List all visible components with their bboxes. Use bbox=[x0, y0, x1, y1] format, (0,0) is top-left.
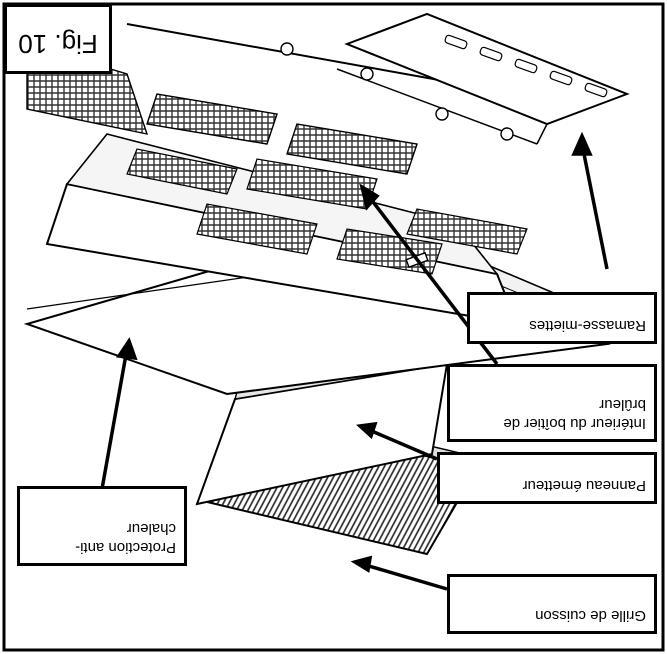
figure-label: Fig. 10 bbox=[18, 29, 98, 59]
callout-radiant-panel-text: Panneau émetteur bbox=[522, 477, 646, 494]
callout-crumb-tray-text: Ramasse-miettes bbox=[529, 317, 646, 334]
leader-arrows bbox=[100, 131, 609, 591]
callout-cooking-grate-text: Grille de cuisson bbox=[535, 607, 646, 624]
callout-heat-shield: Protection anti-chaleur bbox=[17, 486, 187, 566]
callout-radiant-panel: Panneau émetteur bbox=[437, 452, 657, 504]
burner-housing-drawing bbox=[45, 133, 528, 326]
callout-cooking-grate: Grille de cuisson bbox=[447, 574, 657, 634]
callout-burner-box-interior-text: Intérieur du boîtier de brûleur bbox=[503, 396, 646, 432]
figure-label-box: Fig. 10 bbox=[4, 4, 112, 74]
crumb-tray-drawing bbox=[336, 12, 630, 145]
callout-heat-shield-text: Protection anti-chaleur bbox=[75, 520, 176, 556]
callout-crumb-tray: Ramasse-miettes bbox=[467, 292, 657, 344]
callout-burner-box-interior: Intérieur du boîtier de brûleur bbox=[447, 364, 657, 442]
